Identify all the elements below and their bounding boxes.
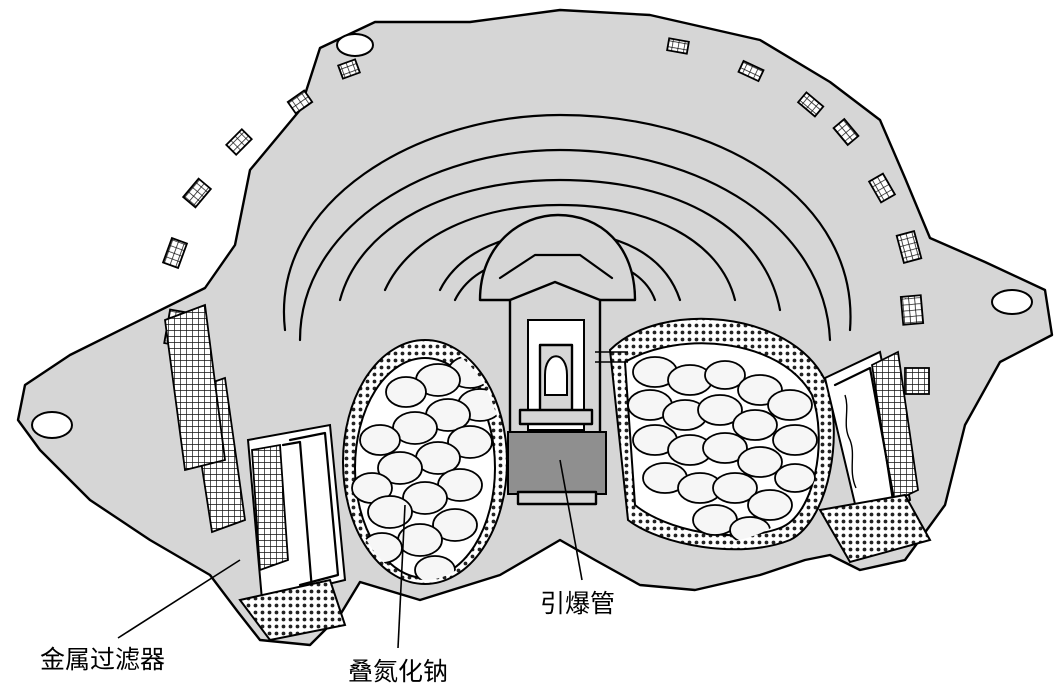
mounting-holes xyxy=(31,33,1033,439)
label-detonator: 引爆管 xyxy=(540,589,615,618)
detonator-base xyxy=(507,431,607,495)
leader-metal-filter xyxy=(117,559,241,639)
right-chamber xyxy=(608,317,835,551)
center-dome xyxy=(478,213,637,302)
leader-sodium-azide xyxy=(397,504,406,649)
metal-filter-right xyxy=(818,350,932,564)
dome-rings xyxy=(282,113,852,342)
left-chamber xyxy=(342,339,508,585)
sodium-azide-pellets-left xyxy=(351,355,503,580)
mounting-hole-top-left xyxy=(336,33,374,57)
label-sodium-azide: 叠氮化钠 xyxy=(348,657,448,686)
mounting-hole-right xyxy=(991,289,1033,315)
leader-detonator xyxy=(559,459,583,581)
label-metal-filter: 金属过滤器 xyxy=(40,645,165,674)
mounting-hole-left xyxy=(31,411,73,439)
metal-filter-left xyxy=(164,303,347,642)
detonator-tube xyxy=(507,280,628,506)
sodium-azide-pellets-right xyxy=(627,356,818,542)
leader-lines xyxy=(117,459,583,649)
